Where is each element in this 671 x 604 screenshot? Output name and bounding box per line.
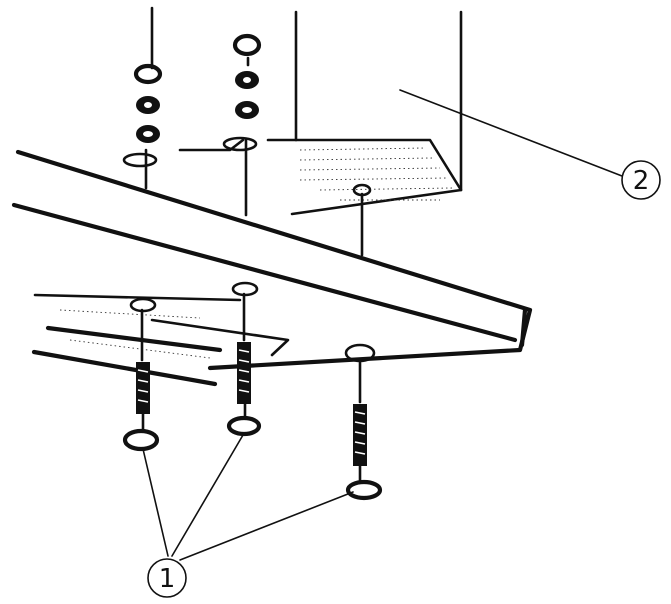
callout-circle (147, 558, 187, 598)
component-2-box (178, 10, 463, 216)
channel-rail (11, 149, 533, 371)
bolt-right (344, 343, 383, 501)
callout-2: 2 (621, 160, 661, 200)
middle-nut-stack (222, 33, 262, 152)
callout-label: 2 (633, 166, 650, 196)
callout-circle (621, 160, 661, 200)
left-nut-stack (122, 63, 163, 168)
callout-1: 1 (147, 558, 187, 598)
plate-hole (352, 183, 372, 197)
threaded-rods (144, 6, 364, 257)
bolt-middle (226, 281, 262, 437)
bolt-left (122, 297, 160, 452)
callout-label: 1 (159, 564, 176, 594)
lower-plate (31, 293, 290, 387)
leader-lines (142, 89, 623, 561)
